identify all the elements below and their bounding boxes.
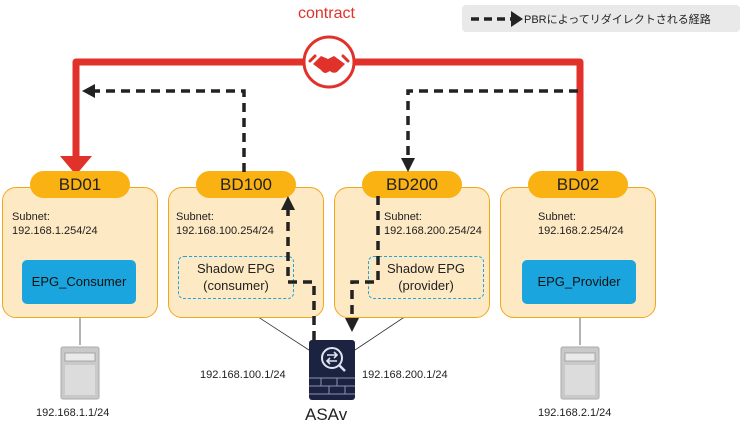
bd-tag-bd100: BD100 [196,171,296,198]
server-icon [60,346,100,400]
handshake-icon [302,35,356,89]
bd-tag-bd200: BD200 [362,171,462,198]
firewall-left-ip: 192.168.100.1/24 [200,369,286,381]
consumer-host-ip: 192.168.1.1/24 [36,407,110,419]
subnet-value: 192.168.200.254/24 [384,225,482,237]
subnet-bd200: Subnet: 192.168.200.254/24 [384,210,482,238]
shadow-epg-name: Shadow EPG [196,261,276,276]
legend: PBRによってリダイレクトされる経路 [462,5,740,32]
server-icon [560,346,600,400]
contract-arrowhead [60,156,92,175]
subnet-label: Subnet: [538,211,576,223]
subnet-label: Subnet: [384,211,422,223]
subnet-bd01: Subnet: 192.168.1.254/24 [12,210,98,238]
shadow-epg-name: Shadow EPG [386,261,466,276]
firewall-label: ASAv [305,405,348,424]
subnet-bd02: Subnet: 192.168.2.254/24 [538,210,624,238]
shadow-epg-role: (consumer) [203,278,269,293]
epg-consumer: EPG_Consumer [22,260,136,304]
dashed-arrow-icon [471,11,523,27]
shadow-epg-provider: Shadow EPG (provider) [368,256,484,299]
shadow-epg-role: (provider) [398,278,454,293]
shadow-epg-consumer: Shadow EPG (consumer) [178,256,294,299]
bd-tag-bd01: BD01 [30,171,130,198]
bd-tag-bd02: BD02 [528,171,628,198]
legend-label: PBRによってリダイレクトされる経路 [524,14,711,26]
subnet-label: Subnet: [176,211,214,223]
epg-provider: EPG_Provider [522,260,636,304]
subnet-value: 192.168.1.254/24 [12,225,98,237]
subnet-bd100: Subnet: 192.168.100.254/24 [176,210,274,238]
firewall-icon [309,340,355,400]
subnet-value: 192.168.2.254/24 [538,225,624,237]
provider-host-ip: 192.168.2.1/24 [538,407,612,419]
contract-path [72,58,584,180]
subnet-value: 192.168.100.254/24 [176,225,274,237]
firewall-right-ip: 192.168.200.1/24 [362,369,448,381]
subnet-label: Subnet: [12,211,50,223]
contract-label: contract [298,5,355,22]
